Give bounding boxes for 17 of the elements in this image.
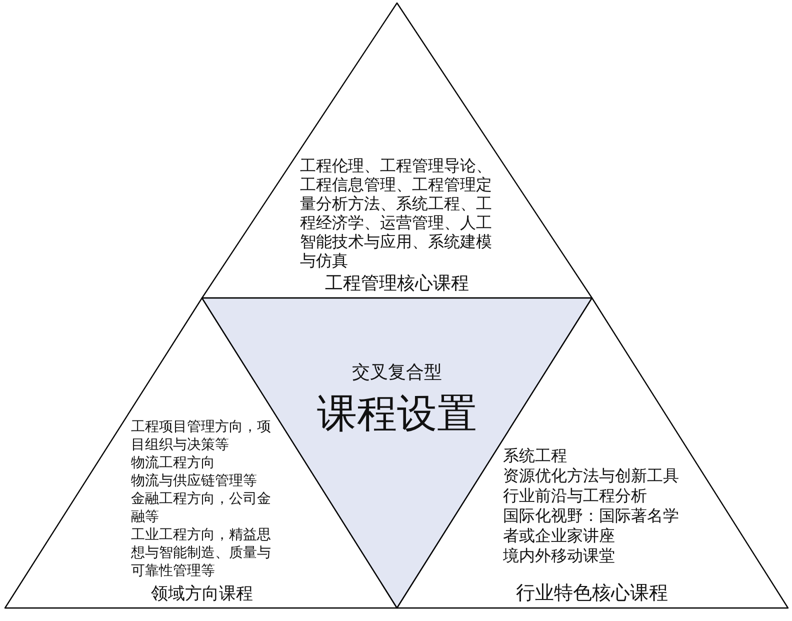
course-item: 工程项目管理方向，项目组织与决策等: [131, 418, 272, 454]
section-title: 工程管理核心课程: [325, 273, 469, 295]
section-title: 领域方向课程: [151, 584, 253, 604]
course-item: 资源优化方法与创新工具: [503, 466, 679, 486]
center-title: 课程设置: [317, 390, 477, 438]
course-item: 工业工程方向，精益思想与智能制造、质量与可靠性管理等: [131, 526, 272, 580]
course-item: 金融工程方向，公司金融等: [131, 490, 272, 526]
course-item: 物流工程方向: [131, 454, 215, 472]
course-item: 系统工程: [503, 446, 567, 466]
course-item: 物流与供应链管理等: [131, 472, 257, 490]
course-item: 境内外移动课堂: [503, 546, 615, 566]
center-subtitle: 交叉复合型: [352, 362, 442, 384]
course-item: 行业前沿与工程分析: [503, 486, 647, 506]
section-title: 行业特色核心课程: [516, 582, 668, 604]
course-item: 国际化视野：国际著名学者或企业家讲座: [503, 506, 680, 546]
course-list: 工程伦理、工程管理导论、工程信息管理、工程管理定量分析方法、系统工程、工程经济学、运营管理、人工智能技术与应用、系统建模与仿真: [300, 156, 494, 270]
triangle-section: [202, 3, 592, 298]
